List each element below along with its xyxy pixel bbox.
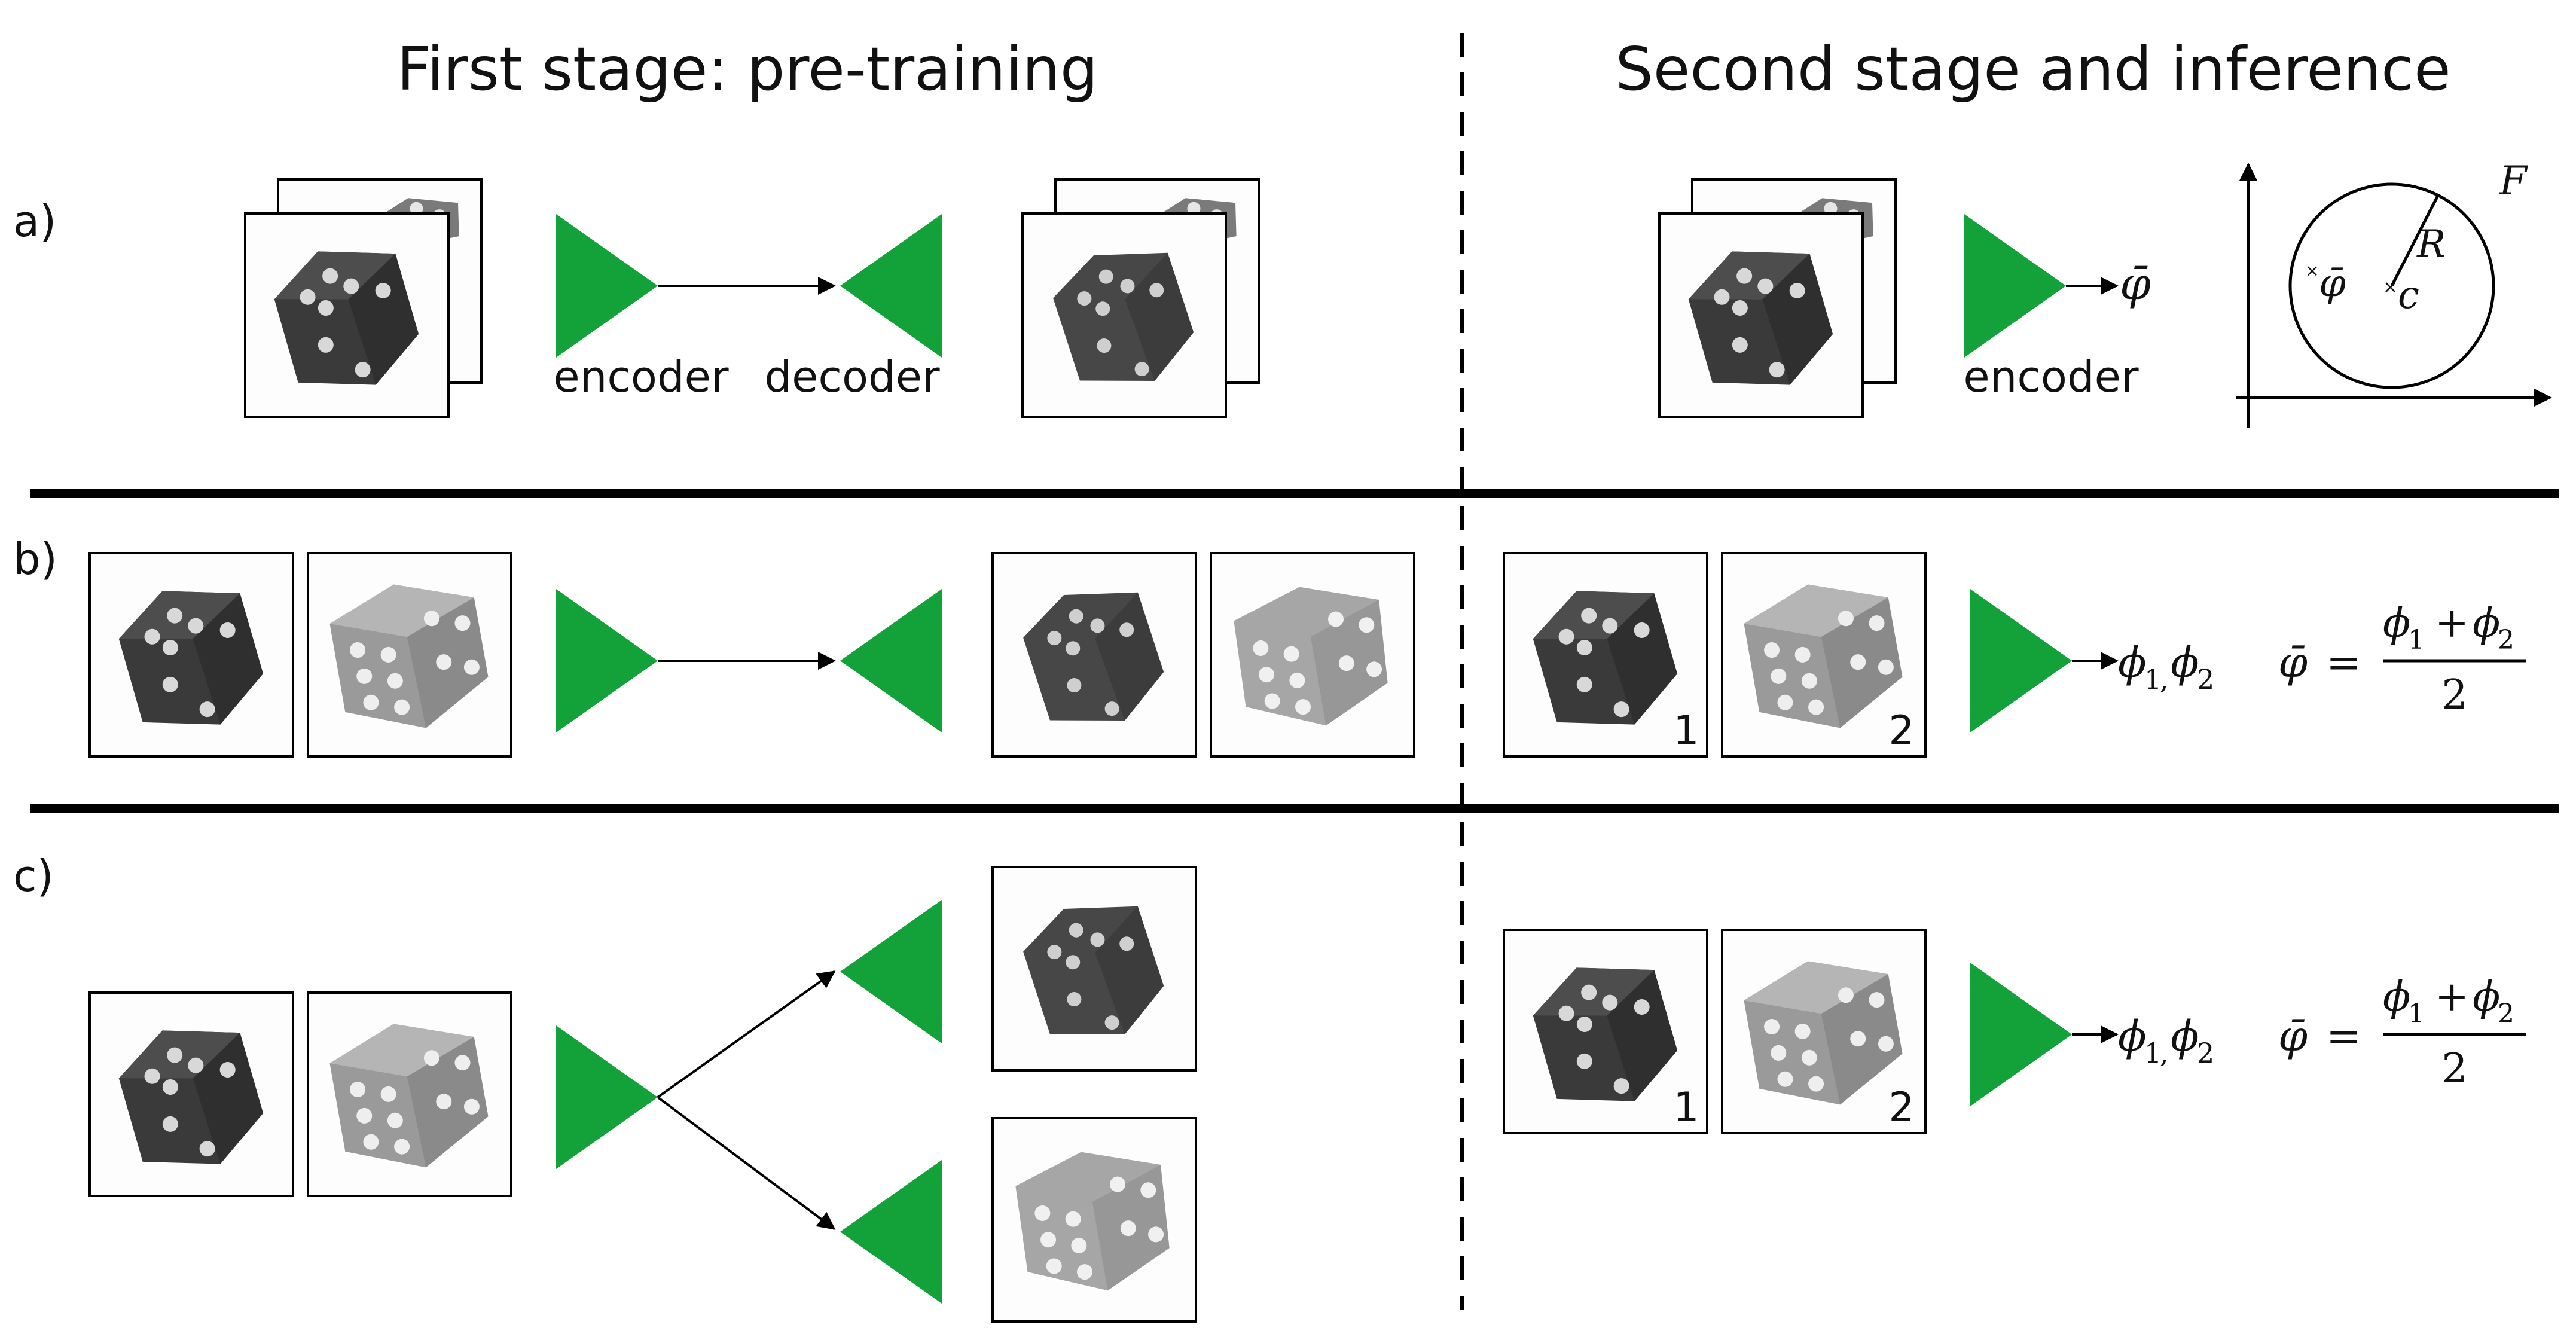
inference-encoder-label: encoder	[1963, 352, 2139, 402]
row-c-decoder-2	[840, 1160, 942, 1304]
svg-text:ϕ: ϕ	[2171, 638, 2199, 687]
row-label-b: b)	[13, 534, 57, 584]
row-a-input-stack	[244, 178, 483, 418]
svg-text:+: +	[2435, 600, 2469, 647]
svg-text:ϕ: ϕ	[2383, 600, 2410, 647]
latent-space-plot: R × c × φ̄ F	[2236, 158, 2552, 428]
row-c-output-view-1	[991, 866, 1197, 1072]
title-first-stage: First stage: pre-training	[397, 34, 1098, 104]
row-b-input-view-2	[307, 552, 512, 758]
row-b-mean-formula: φ̄ = ϕ 1 + ϕ 2 2	[2278, 600, 2526, 719]
row-c-mean-formula: φ̄ = ϕ 1 + ϕ 2 2	[2278, 973, 2526, 1092]
svg-text:1: 1	[2144, 663, 2162, 695]
row-b-output-view-1	[991, 552, 1197, 758]
hypersphere-circle	[2288, 182, 2495, 389]
row-c-decoder-1	[840, 900, 942, 1043]
svg-text:φ̄: φ̄	[2278, 1012, 2308, 1061]
row-b-input-view-1	[88, 552, 294, 758]
svg-text:ϕ: ϕ	[2171, 1012, 2199, 1061]
row-b-phi-pair: ϕ 1 , ϕ 2	[2118, 638, 2214, 695]
row-c-view-number-1: 1	[1673, 1084, 1699, 1131]
row-a-encoder: encoder	[553, 214, 729, 402]
svg-text:1: 1	[2408, 625, 2425, 655]
row-c-inference-encoder	[1970, 963, 2072, 1106]
svg-text:ϕ: ϕ	[2383, 973, 2410, 1021]
row-b-inference-encoder	[1970, 589, 2072, 732]
svg-text:ϕ: ϕ	[2118, 638, 2147, 687]
row-c-input-view-2	[307, 991, 512, 1197]
row-c-lower-arrow	[657, 1096, 836, 1230]
encoder-label: encoder	[553, 352, 729, 402]
phi-bar-output: φ̄	[2120, 258, 2151, 310]
svg-text:2: 2	[2498, 999, 2514, 1029]
row-b-output-view-2	[1210, 552, 1415, 758]
row-c-upper-arrow	[657, 970, 836, 1098]
svg-text:φ̄: φ̄	[2278, 638, 2308, 687]
svg-text:2: 2	[2197, 1037, 2214, 1069]
svg-text:=: =	[2326, 1012, 2361, 1061]
feature-space-label: F	[2499, 158, 2528, 204]
row-b-encoder	[556, 589, 658, 732]
center-marker: ×	[2383, 277, 2398, 298]
svg-text:2: 2	[2197, 663, 2214, 695]
svg-text:ϕ: ϕ	[2118, 1012, 2147, 1061]
row-c-output-view-2	[991, 1117, 1197, 1323]
svg-text:2: 2	[2441, 672, 2467, 719]
radius-line	[2390, 193, 2440, 287]
svg-text:=: =	[2326, 638, 2361, 687]
center-label: c	[2398, 273, 2419, 318]
row-a-inference-encoder: encoder	[1963, 214, 2139, 402]
svg-text:2: 2	[2498, 625, 2514, 655]
svg-text:2: 2	[2441, 1045, 2467, 1092]
row-a-inference-stack	[1658, 178, 1897, 418]
svg-text:,: ,	[2160, 663, 2169, 695]
svg-text:ϕ: ϕ	[2473, 600, 2500, 647]
row-b-view-number-2: 2	[1888, 707, 1914, 755]
svg-text:1: 1	[2408, 999, 2425, 1029]
row-label-c: c)	[13, 851, 54, 901]
radius-label: R	[2416, 222, 2446, 267]
row-c-view-number-2: 2	[1888, 1084, 1914, 1131]
svg-text:ϕ: ϕ	[2473, 973, 2500, 1021]
row-c-encoder	[556, 1025, 658, 1169]
title-second-stage: Second stage and inference	[1615, 34, 2450, 104]
phi-bar-marker: ×	[2305, 261, 2319, 280]
decoder-label: decoder	[764, 352, 940, 402]
row-b-decoder	[840, 589, 942, 732]
row-c-phi-pair: ϕ 1 , ϕ 2	[2118, 1012, 2214, 1069]
row-a-decoder: decoder	[764, 214, 942, 402]
svg-text:,: ,	[2160, 1037, 2169, 1069]
row-b-view-number-1: 1	[1673, 707, 1699, 755]
row-a-output-stack	[1021, 178, 1260, 418]
svg-text:+: +	[2435, 973, 2469, 1021]
row-c-input-view-1	[88, 991, 294, 1197]
svg-text:1: 1	[2144, 1037, 2162, 1069]
row-label-a: a)	[13, 196, 56, 246]
phi-bar-point-label: φ̄	[2319, 261, 2346, 306]
